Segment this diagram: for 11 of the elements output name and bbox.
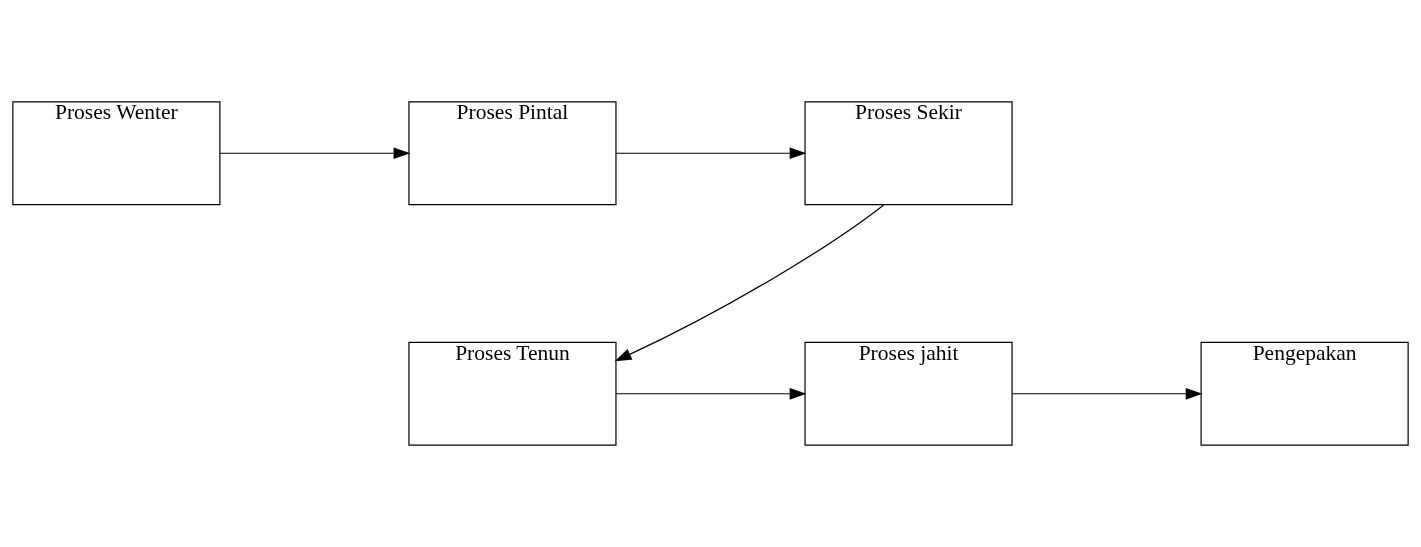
arrow: [615, 387, 807, 400]
node-box: Pengepakan: [1200, 341, 1409, 446]
arrow: [614, 204, 885, 362]
node-box: Proses Pintal: [408, 101, 617, 206]
node-box: Proses Wenter: [12, 101, 221, 206]
arrow: [615, 147, 807, 160]
arrow: [1011, 387, 1203, 400]
arrow: [219, 147, 411, 160]
node-box: Proses Tenun: [408, 341, 617, 446]
node-box: Proses Sekir: [804, 101, 1013, 206]
node-box: Proses jahit: [804, 341, 1013, 446]
